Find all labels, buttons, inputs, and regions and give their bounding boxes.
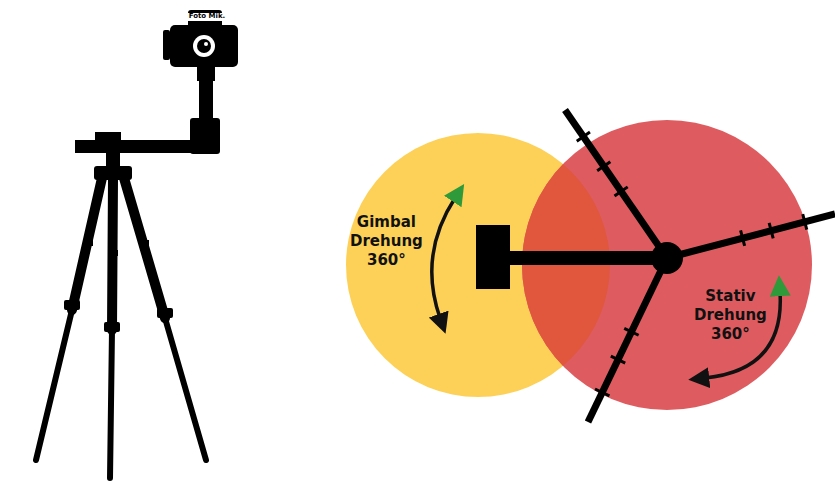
leg-joint [595, 389, 609, 396]
gimbal-block [476, 225, 510, 289]
tripod-legs [565, 110, 835, 422]
leg-joint [577, 132, 590, 141]
leg-joint [769, 223, 773, 238]
tripod-leg [667, 214, 835, 258]
leg-joint [615, 187, 628, 196]
tripod-hub [651, 242, 683, 274]
rotation-arrow [432, 198, 455, 318]
leg-joint [611, 356, 625, 363]
leg-joint [803, 214, 807, 229]
rotation-label: Stativ Drehung 360° [694, 287, 767, 343]
tripod-leg [588, 258, 667, 422]
gimbal-arm [510, 251, 667, 265]
rotation-label: Gimbal Drehung 360° [350, 213, 423, 269]
leg-joint [741, 230, 745, 245]
camera-brand: Foto Mik. [188, 13, 227, 21]
leg-joint [597, 162, 610, 171]
rotation-arrow [705, 292, 780, 378]
tripod-leg [565, 110, 667, 258]
leg-joint [624, 328, 638, 335]
